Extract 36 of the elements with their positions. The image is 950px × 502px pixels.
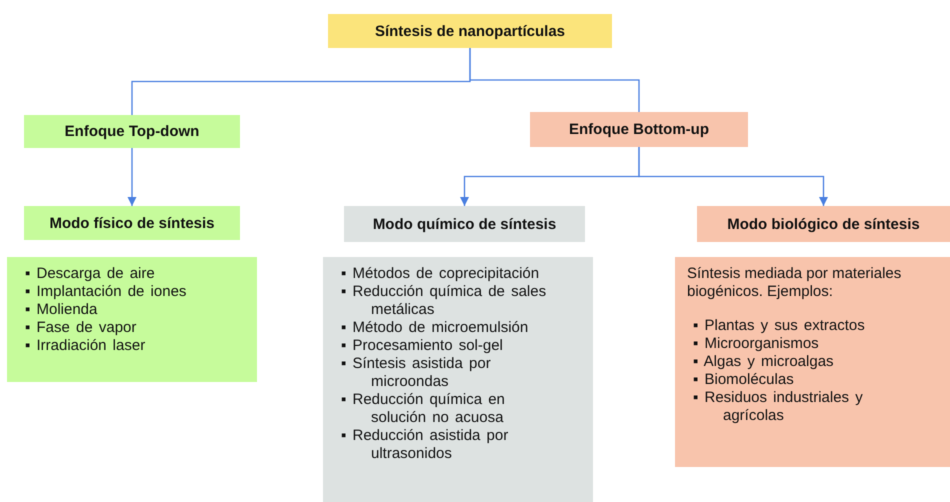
heading-text: Modo biológico de síntesis — [727, 216, 920, 232]
list-item: ▪ Plantas y sus extractos — [693, 317, 866, 335]
heading-text: Enfoque Top-down — [64, 123, 200, 140]
list-item: ▪ Residuos industriales y agrícolas — [693, 389, 864, 425]
list-item: ▪ Reducción asistida por ultrasonidos — [341, 427, 510, 463]
list-item: ▪ Descarga de aire — [25, 265, 156, 283]
list-item: ▪ Métodos de coprecipitación — [341, 265, 540, 283]
connector-line — [469, 48, 640, 112]
heading-box — [530, 112, 748, 147]
heading-box — [24, 206, 240, 240]
list-item: ▪ Irradiación laser — [25, 337, 146, 355]
list-box — [675, 257, 950, 467]
intro-text: Síntesis mediada por materiales biogénicos. Ejemplos: — [687, 265, 902, 301]
list-item: ▪ Procesamiento sol-gel — [341, 337, 504, 355]
list-box — [7, 257, 257, 382]
list-item: ▪ Implantación de iones — [25, 283, 188, 301]
heading-text: Enfoque Bottom-up — [569, 121, 709, 138]
list-item: ▪ Reducción química en solución no acuosa — [341, 391, 506, 427]
heading-text: Modo químico de síntesis — [372, 216, 556, 232]
arrow — [127, 148, 137, 206]
heading-box — [344, 206, 585, 242]
list-item: ▪ Biomoléculas — [693, 371, 795, 389]
heading-box — [24, 115, 240, 148]
arrow — [638, 147, 828, 206]
list-item: ▪ Reducción química de sales metálicas — [341, 283, 548, 319]
list-item: ▪ Fase de vapor — [25, 319, 138, 337]
heading-box — [328, 14, 612, 48]
list-item: ▪ Método de microemulsión — [341, 319, 530, 337]
list-item: ▪ Algas y microalgas — [693, 353, 835, 371]
heading-text: Modo físico de síntesis — [49, 214, 215, 232]
list-item: ▪ Síntesis asistida por microondas — [341, 355, 492, 391]
list-item: ▪ Molienda — [25, 301, 98, 319]
list-box — [323, 257, 593, 502]
heading-text: Síntesis de nanopartículas — [374, 22, 566, 40]
list-item: ▪ Microorganismos — [693, 335, 820, 353]
heading-box — [697, 206, 950, 242]
